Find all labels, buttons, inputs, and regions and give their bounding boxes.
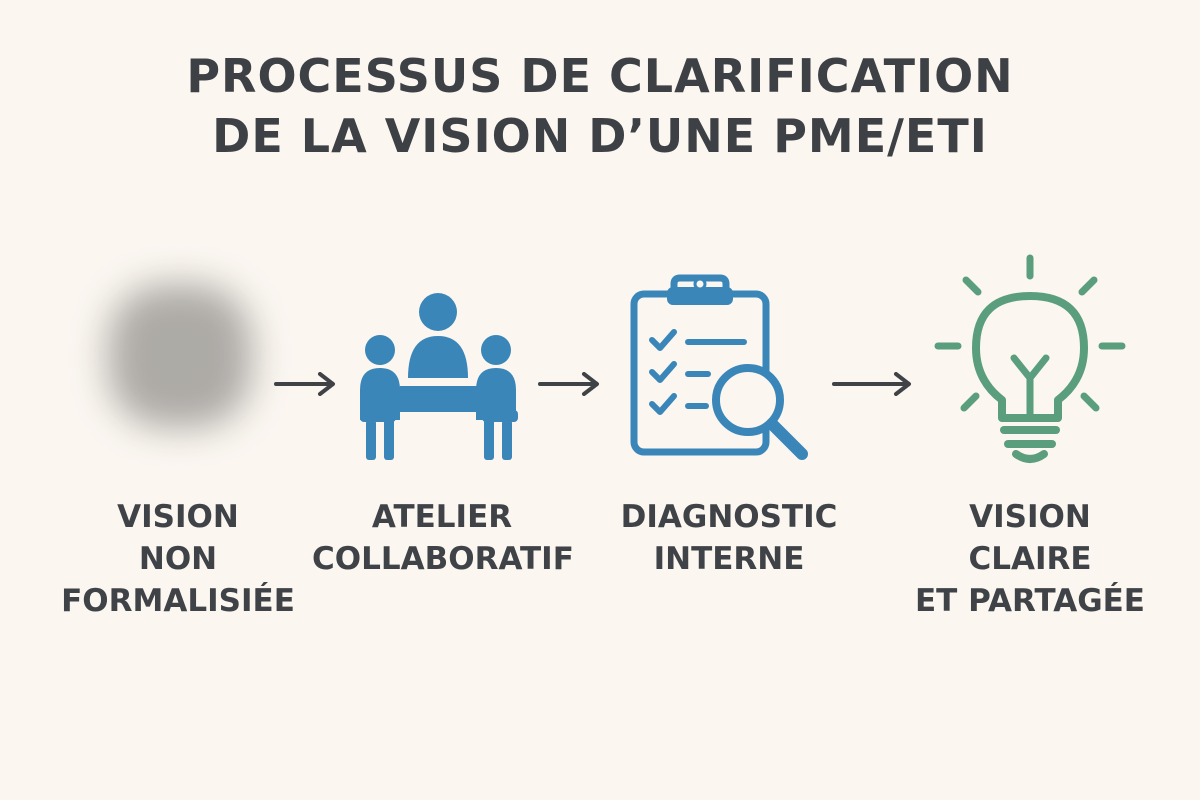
clipboard-magnifier-icon (630, 274, 808, 460)
meeting-team-icon (360, 293, 518, 460)
step-3-line-2: INTERNE (653, 541, 805, 577)
step-4-line-1: VISION (969, 499, 1091, 535)
step-label-3: DIAGNOSTIC INTERNE (614, 496, 844, 580)
step-1-line-2: NON (138, 541, 218, 577)
diagram-title: PROCESSUS DE CLARIFICATION DE LA VISION … (0, 46, 1200, 166)
step-4-line-2: CLAIRE (968, 541, 1092, 577)
blurred-vision-icon (92, 268, 268, 444)
step-label-2: ATELIER COLLABORATIF (312, 496, 574, 580)
step-1-line-1: VISION (117, 499, 239, 535)
title-line-2: DE LA VISION D’UNE PME/ETI (212, 109, 988, 163)
arrow-right-icon (832, 372, 911, 396)
step-3-line-1: DIAGNOSTIC (620, 499, 838, 535)
arrow-right-icon (274, 372, 335, 396)
step-4-line-3: ET PARTAGÉE (915, 583, 1145, 619)
step-2-line-2: COLLABORATIF (312, 541, 574, 577)
title-line-1: PROCESSUS DE CLARIFICATION (186, 49, 1014, 103)
light-bulb-icon (934, 254, 1126, 463)
step-1-line-3: FORMALISIÉE (61, 583, 295, 619)
step-label-4: VISION CLAIRE ET PARTAGÉE (910, 496, 1150, 622)
step-2-line-1: ATELIER (371, 499, 513, 535)
arrow-right-icon (538, 372, 599, 396)
step-label-1: VISION NON FORMALISIÉE (60, 496, 296, 622)
